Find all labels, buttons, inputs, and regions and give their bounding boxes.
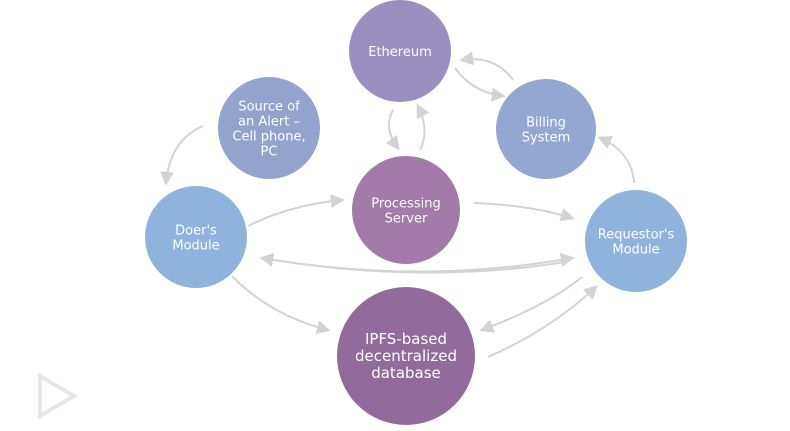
node-label: Ethereum bbox=[368, 45, 432, 60]
node-circle bbox=[352, 156, 460, 264]
node-label: an Alert – bbox=[238, 115, 300, 130]
node-circle bbox=[349, 0, 451, 102]
node-label: database bbox=[371, 364, 441, 382]
arrow-ipfs-to-requestor bbox=[487, 285, 599, 358]
arrow-billing-to-ethereum bbox=[459, 51, 514, 81]
node-label: Module bbox=[612, 243, 659, 258]
arrow-doer-to-ipfs bbox=[231, 275, 331, 334]
arrow-requestor-to-billing bbox=[597, 136, 635, 184]
arrow-processing-to-ethereum bbox=[416, 103, 430, 151]
node-label: Doer's bbox=[175, 224, 217, 239]
node-label: Requestor's bbox=[598, 228, 675, 243]
node-circle bbox=[496, 79, 596, 179]
arrow-doer-to-requestor bbox=[261, 253, 575, 273]
node-label: Processing bbox=[371, 197, 440, 212]
node-circle bbox=[337, 287, 475, 425]
node-label: Module bbox=[172, 239, 219, 254]
node-circle bbox=[218, 77, 320, 179]
arrow-ethereum-to-processing bbox=[385, 109, 400, 151]
node-label: Source of bbox=[238, 100, 300, 115]
play-button[interactable] bbox=[38, 372, 78, 420]
node-label: Billing bbox=[526, 116, 566, 131]
arrow-processing-to-requestor bbox=[473, 202, 575, 222]
node-label: Cell phone, bbox=[232, 130, 305, 145]
node-ethereum: Ethereum bbox=[349, 0, 451, 102]
node-circle bbox=[585, 190, 687, 292]
node-label: IPFS-based bbox=[365, 330, 447, 348]
arrow-source-to-doer bbox=[160, 125, 204, 186]
node-circle bbox=[145, 186, 247, 288]
node-label: PC bbox=[261, 145, 278, 160]
arrow-doer-to-processing bbox=[247, 194, 345, 227]
node-label: Server bbox=[385, 212, 428, 227]
arrow-requestor-to-ipfs bbox=[479, 276, 583, 333]
arrow-ethereum-to-billing bbox=[454, 67, 506, 102]
play-icon bbox=[38, 372, 78, 420]
node-label: System bbox=[522, 131, 570, 146]
node-label: decentralized bbox=[355, 347, 457, 365]
